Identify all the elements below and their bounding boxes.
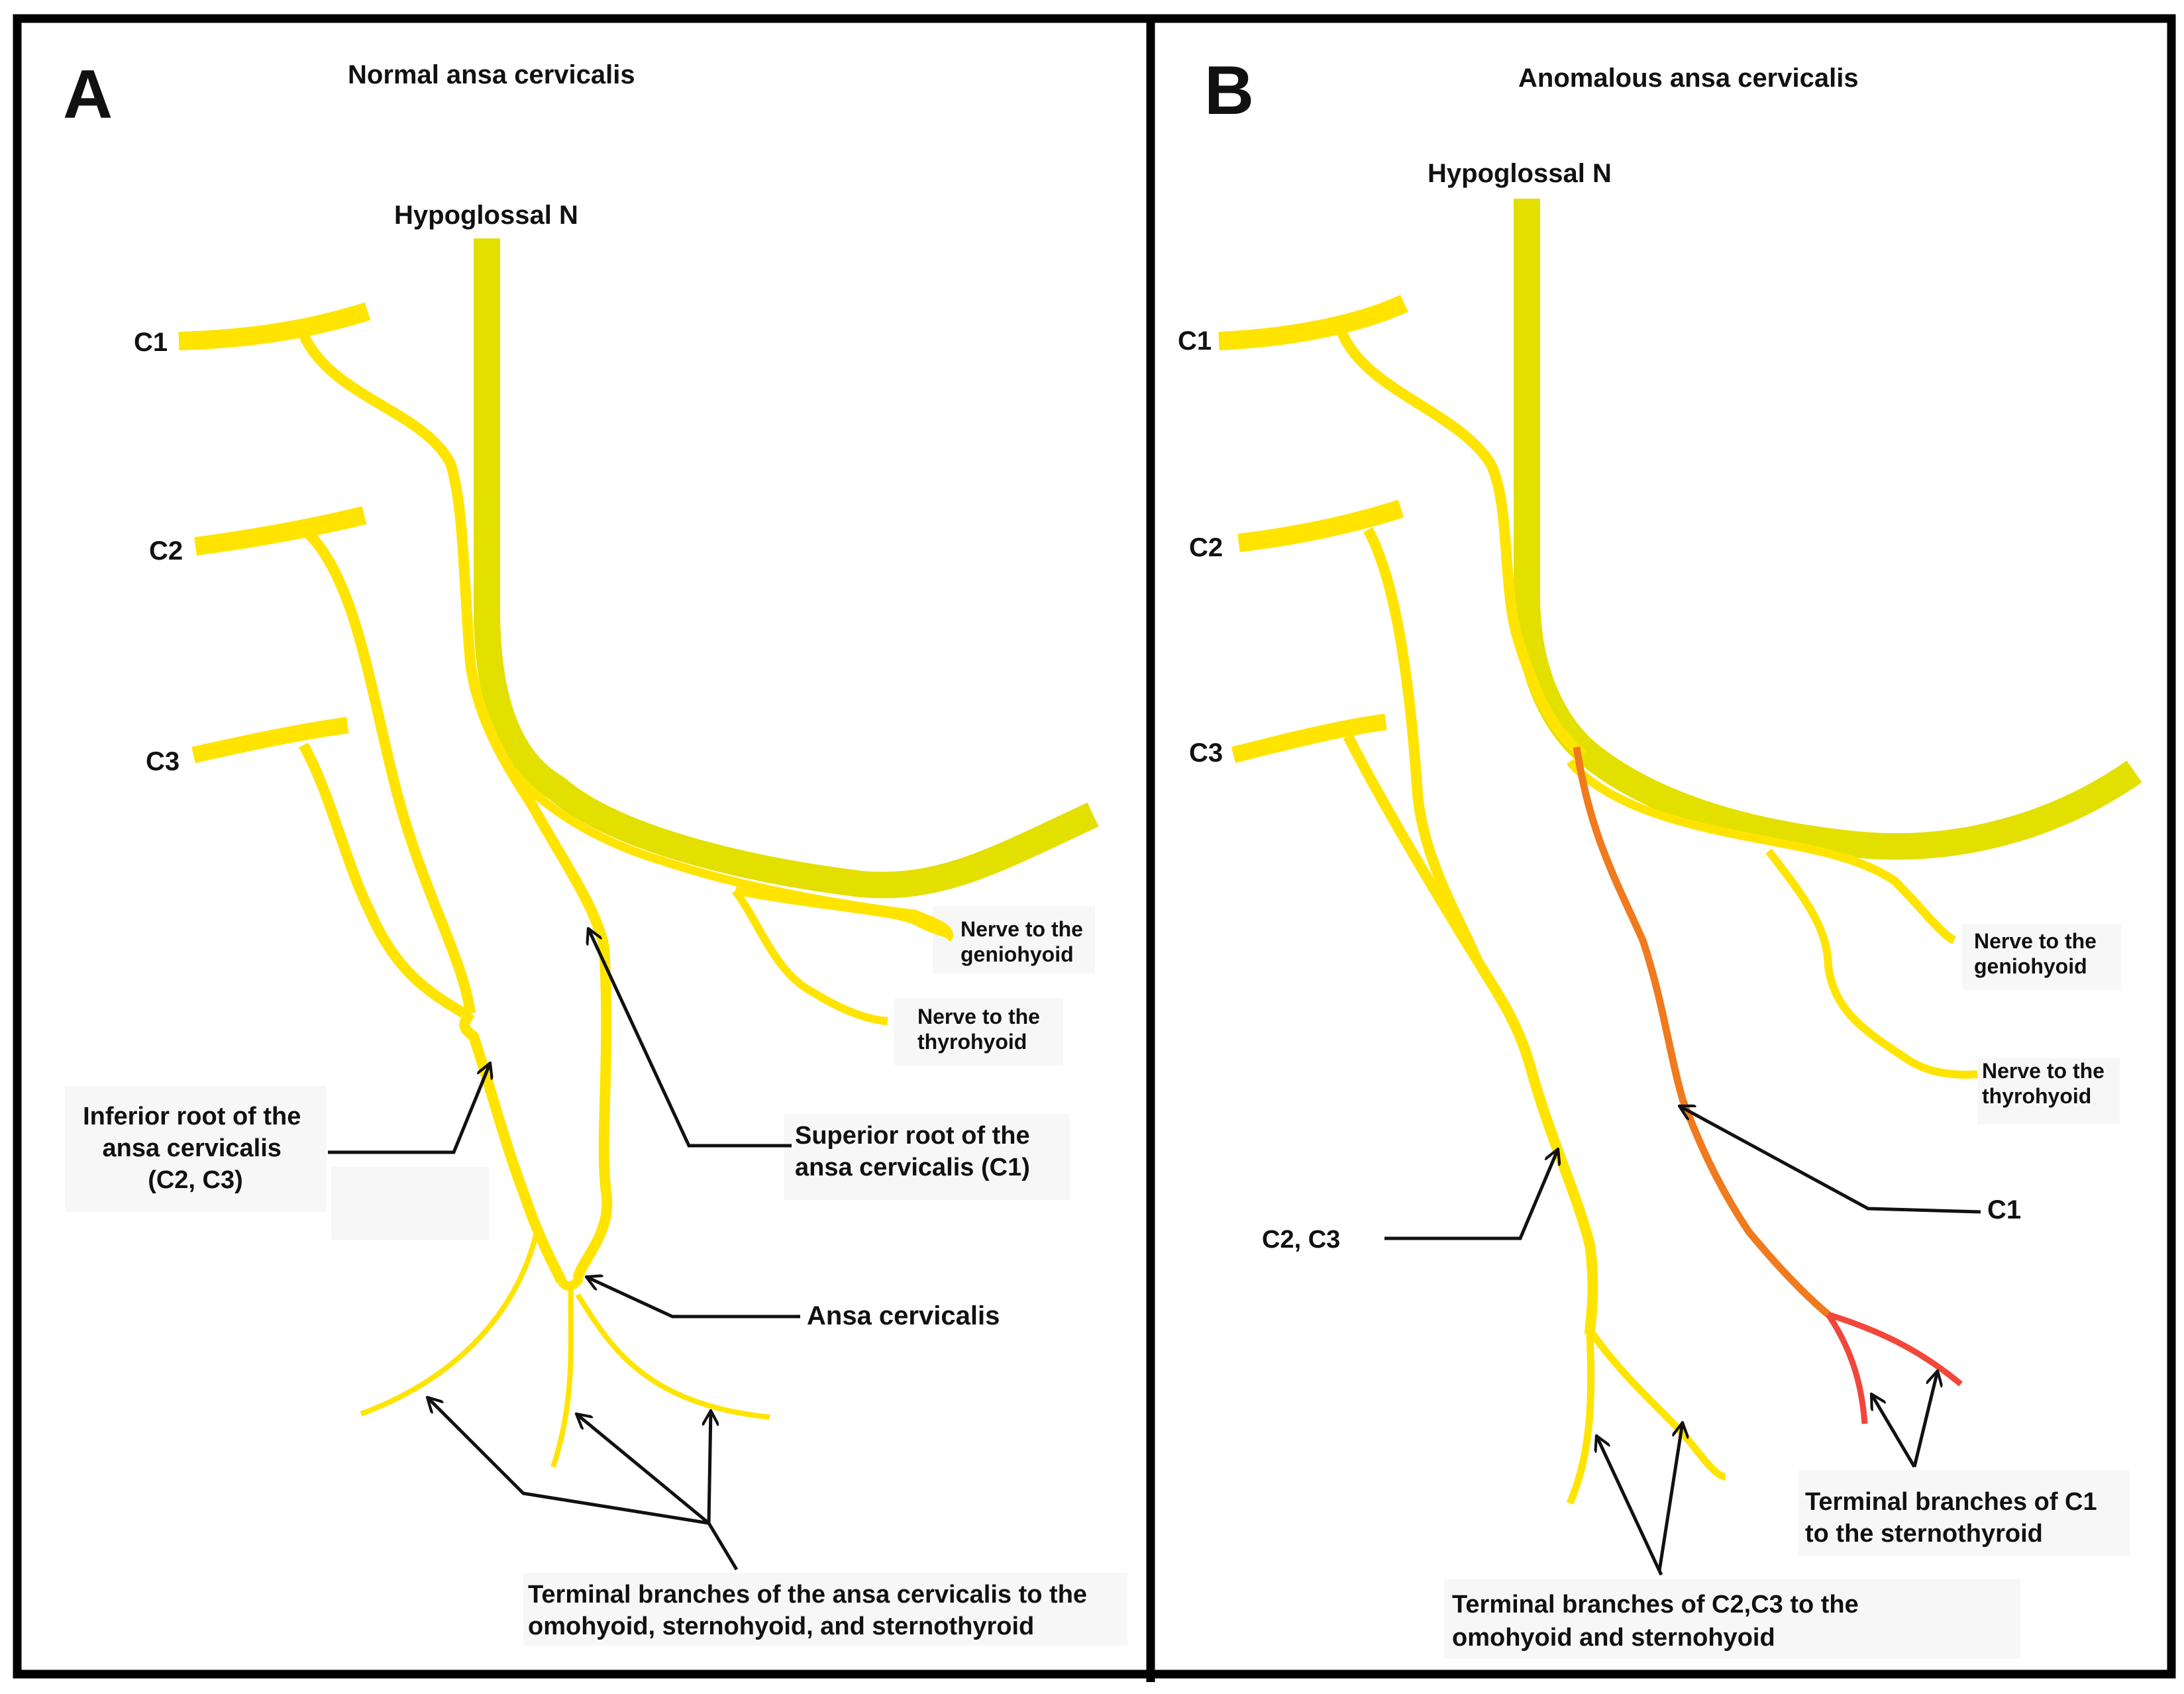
terminal-branch-sternohyoid-a: [550, 1287, 574, 1468]
c3-branch-a: [299, 742, 467, 1018]
terminal-branch-omohyoid-b: [1566, 1334, 1595, 1505]
panel-b: B Anomalous ansa cervicalis: [1178, 52, 2142, 1659]
c2-label-b: C2: [1189, 533, 1223, 562]
c1-geniohyoid-fibers-a: [509, 768, 953, 942]
panel-a-nerves: [178, 238, 1099, 1468]
hypoglossal-label-a: Hypoglossal N: [394, 201, 578, 230]
c3-nerve-a: [191, 717, 349, 764]
panel-b-letter: B: [1204, 52, 1254, 129]
panel-a-title: Normal ansa cervicalis: [348, 60, 635, 89]
c2-branch-b: [1363, 527, 1482, 963]
panel-a-letter: A: [63, 56, 113, 133]
hypoglossal-label-b: Hypoglossal N: [1428, 159, 1612, 188]
hypoglossal-nerve-b: [1514, 199, 2142, 860]
c3-label-b: C3: [1189, 738, 1223, 768]
c1-branch-b: [1336, 328, 1586, 760]
c1-pointer-label-b: C1: [1987, 1195, 2021, 1224]
c1-nerve-b: [1218, 295, 1408, 350]
c1-label-a: C1: [134, 328, 168, 357]
c2-nerve-b: [1237, 499, 1404, 552]
c1-geniohyoid-fibers-b: [1567, 758, 1957, 944]
c1-label-b: C1: [1178, 326, 1212, 356]
nerve-to-thyrohyoid-b: [1765, 848, 1978, 1079]
c1-terminal-branch-1-b: [1826, 1313, 1868, 1424]
inferior-root-a: [459, 1010, 567, 1284]
hypoglossal-nerve-a: [474, 238, 1099, 899]
panel-a: A Normal ansa cervicalis: [63, 56, 1127, 1646]
nerve-to-thyrohyoid-a: [732, 888, 888, 1025]
geniohyoid-label-b: Nerve to the geniohyoid: [1974, 929, 2103, 978]
c2-branch-a: [304, 529, 476, 1014]
c3-nerve-b: [1231, 713, 1387, 764]
c2-label-a: C2: [149, 536, 183, 566]
c3-branch-b: [1343, 734, 1482, 964]
terminal-branch-sternothyroid-a: [575, 1293, 770, 1420]
thyrohyoid-label-b: Nerve to the thyrohyoid: [1982, 1059, 2110, 1108]
inferior-root-label-a: Inferior root of the ansa cervicalis (C2…: [83, 1103, 308, 1194]
panel-borders: [13, 14, 2176, 1682]
geniohyoid-label-a: Nerve to the geniohyoid: [961, 917, 1089, 966]
panel-b-title: Anomalous ansa cervicalis: [1518, 64, 1859, 93]
ansa-loop-a: [558, 1275, 584, 1291]
terminal-c2c3-label-b: Terminal branches of C2,C3 to the omohyo…: [1452, 1591, 1865, 1652]
c2c3-label-b: C2, C3: [1262, 1226, 1340, 1254]
c2-nerve-a: [194, 506, 367, 556]
c1-nerve-a: [178, 302, 371, 350]
thyrohyoid-label-a: Nerve to the thyrohyoid: [917, 1005, 1046, 1054]
c2c3-trunk-b: [1473, 957, 1598, 1335]
anomalous-c1-nerve-b: [1573, 746, 1831, 1318]
terminal-branch-sternohyoid-b: [1590, 1332, 1726, 1481]
c1-branch-a: [298, 332, 613, 1280]
terminal-c1-label-b: Terminal branches of C1 to the sternothy…: [1805, 1488, 2104, 1548]
c3-label-a: C3: [146, 747, 180, 776]
panel-b-pointers: [1384, 1104, 1981, 1576]
panel-a-pointers: [328, 928, 800, 1571]
terminal-branch-omohyoid-a: [360, 1231, 539, 1417]
c1-terminal-branch-2-b: [1827, 1311, 1963, 1387]
ansa-label-a: Ansa cervicalis: [807, 1301, 1000, 1330]
superior-root-label-a: Superior root of the ansa cervicalis (C1…: [795, 1122, 1037, 1181]
terminal-branches-label-a: Terminal branches of the ansa cervicalis…: [528, 1581, 1094, 1640]
nerve-to-geniohyoid-a: [734, 887, 949, 938]
panel-b-nerves: [1218, 199, 2142, 1505]
